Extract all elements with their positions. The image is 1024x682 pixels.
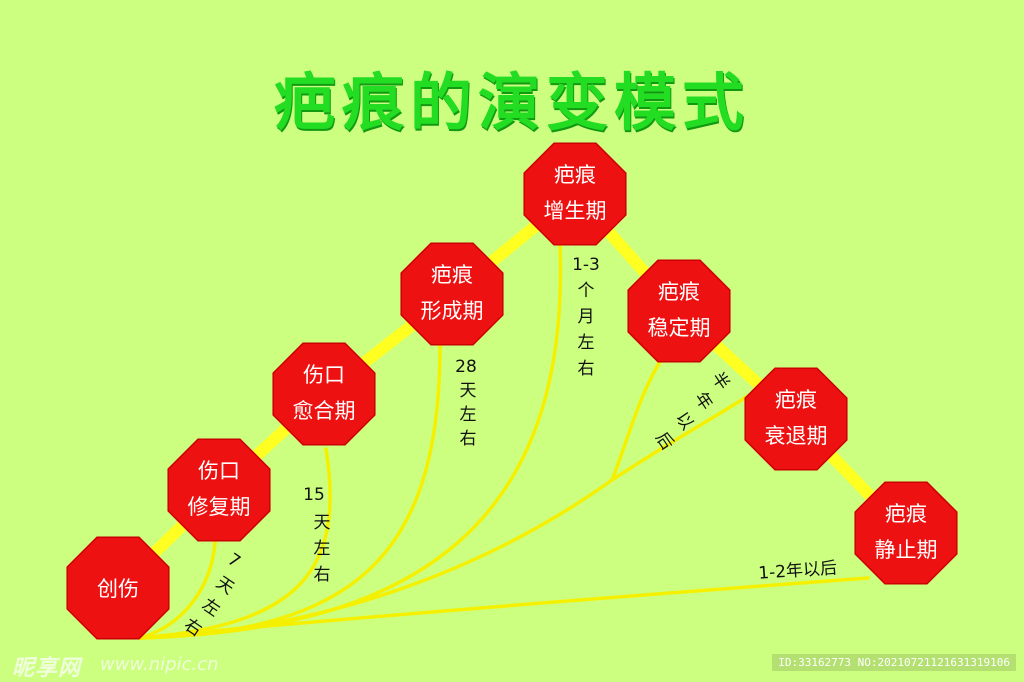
stage-wound: 创伤 bbox=[66, 536, 170, 640]
stage-label: 静止期 bbox=[875, 538, 938, 562]
duration-char: 天 bbox=[460, 381, 477, 401]
duration-char: 28 bbox=[455, 357, 477, 377]
duration-char: 个 bbox=[578, 281, 595, 301]
duration-char: 天 bbox=[212, 573, 237, 599]
duration-d-28: 28天左右28天左右 bbox=[455, 357, 477, 449]
octagon-shape bbox=[167, 438, 271, 542]
duration-curve bbox=[610, 352, 667, 482]
stage-label: 形成期 bbox=[421, 299, 484, 323]
duration-curve bbox=[610, 394, 750, 482]
stage-label: 疤痕 bbox=[885, 502, 927, 526]
octagon-shape bbox=[66, 536, 170, 640]
stage-label: 修复期 bbox=[188, 495, 251, 519]
duration-curve bbox=[138, 447, 332, 640]
duration-char: 左 bbox=[198, 595, 223, 621]
watermark-url: www.nipic.cn bbox=[100, 654, 219, 675]
stage-label: 疤痕 bbox=[554, 163, 596, 187]
octagon-shape bbox=[854, 481, 958, 585]
duration-curve bbox=[138, 576, 870, 640]
duration-char: 半 bbox=[707, 369, 733, 394]
duration-curves bbox=[138, 244, 870, 640]
stage-label: 伤口 bbox=[303, 363, 345, 387]
duration-char: 左 bbox=[460, 405, 477, 425]
duration-curve bbox=[138, 540, 217, 640]
duration-char: 15 bbox=[303, 485, 325, 505]
duration-char: 年 bbox=[690, 389, 716, 414]
duration-char: 右 bbox=[314, 565, 331, 585]
duration-char: 月 bbox=[578, 307, 595, 327]
watermark-site: 昵享网 bbox=[12, 656, 82, 681]
duration-char: 1-3 bbox=[572, 255, 600, 275]
stage-label: 稳定期 bbox=[648, 316, 711, 340]
octagon-shape bbox=[400, 242, 504, 346]
stage-label: 疤痕 bbox=[775, 388, 817, 412]
octagon-shape bbox=[744, 367, 848, 471]
stage-label: 疤痕 bbox=[431, 263, 473, 287]
duration-char: 右 bbox=[578, 359, 595, 379]
stage-label: 衰退期 bbox=[765, 424, 828, 448]
watermark-id: ID:33162773 NO:20210721121631319106 bbox=[772, 654, 1016, 671]
octagon-shape bbox=[523, 142, 627, 246]
duration-char: 左 bbox=[578, 333, 595, 353]
diagram-title: 疤痕的演变模式 bbox=[273, 66, 750, 139]
octagon-shape bbox=[272, 342, 376, 446]
duration-char: 7 bbox=[224, 550, 244, 573]
octagon-shape bbox=[627, 259, 731, 363]
duration-char: 右 bbox=[460, 429, 477, 449]
stage-label: 伤口 bbox=[198, 459, 240, 483]
duration-d-15: 15天左右15天左右 bbox=[303, 485, 330, 585]
stage-label: 增生期 bbox=[544, 199, 607, 223]
stage-label: 疤痕 bbox=[658, 280, 700, 304]
stage-label: 创伤 bbox=[97, 577, 139, 601]
duration-labels: 7天左右7天左右15天左右15天左右28天左右28天左右1-3个月左右1-3个月… bbox=[180, 255, 837, 641]
stage-label: 愈合期 bbox=[293, 399, 356, 423]
duration-char: 天 bbox=[314, 513, 331, 533]
duration-char: 左 bbox=[314, 539, 331, 559]
duration-char: 后 bbox=[651, 429, 677, 454]
